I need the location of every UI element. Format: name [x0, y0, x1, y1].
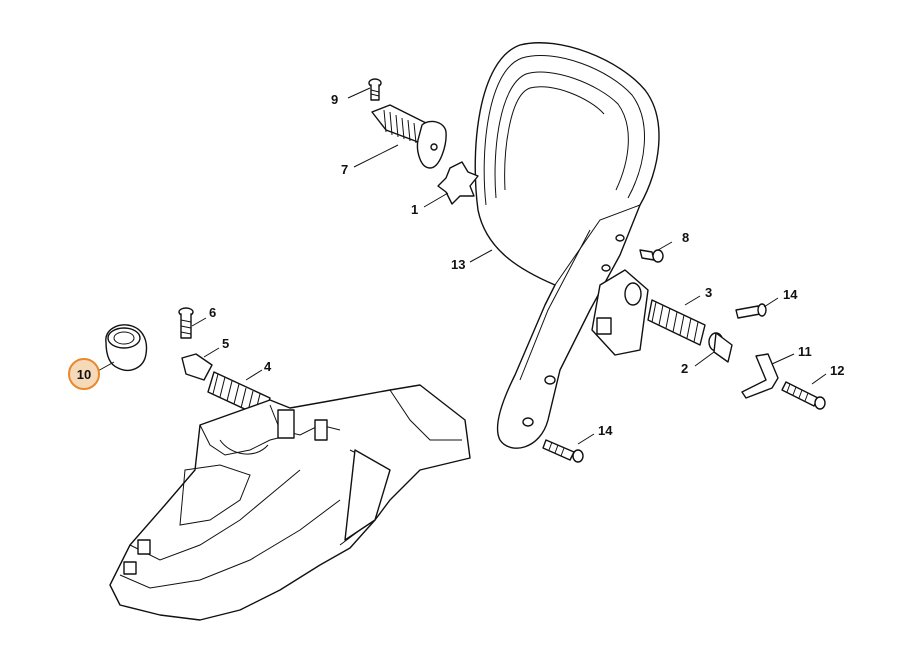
callout-9[interactable]: 9 [331, 92, 338, 107]
handle-bar-part [474, 42, 660, 449]
callout-13[interactable]: 13 [451, 257, 465, 272]
callout-5[interactable]: 5 [222, 336, 229, 351]
screw-part-6 [178, 307, 194, 339]
star-washer-part [437, 161, 479, 205]
callout-14-upper[interactable]: 14 [783, 287, 798, 302]
callout-2[interactable]: 2 [681, 361, 688, 376]
highlight-circle-10[interactable] [68, 358, 100, 390]
clip-part [741, 353, 779, 399]
callout-1[interactable]: 1 [411, 202, 418, 217]
screw-part-14-upper [735, 303, 767, 319]
callout-8[interactable]: 8 [682, 230, 689, 245]
callout-4[interactable]: 4 [264, 359, 272, 374]
annular-buffer-part [371, 104, 447, 169]
callout-14-lower[interactable]: 14 [598, 423, 613, 438]
callout-7[interactable]: 7 [341, 162, 348, 177]
buffer-cap-part [708, 332, 733, 363]
screw-part-14-lower [542, 439, 584, 463]
callout-12[interactable]: 12 [830, 363, 844, 378]
leader-lines [95, 87, 827, 445]
stud-part [181, 353, 213, 381]
callout-3[interactable]: 3 [705, 285, 712, 300]
screw-part-8 [639, 249, 664, 263]
tank-housing-part [109, 384, 471, 621]
callout-6[interactable]: 6 [209, 305, 216, 320]
plug-part [105, 324, 148, 372]
screw-part-12 [781, 381, 826, 410]
spring-part-3 [647, 299, 706, 346]
callout-11[interactable]: 11 [798, 344, 812, 359]
vibration-clamp-part [591, 269, 649, 356]
callout-10[interactable]: 10 [77, 367, 91, 382]
screw-part-9 [368, 78, 382, 101]
